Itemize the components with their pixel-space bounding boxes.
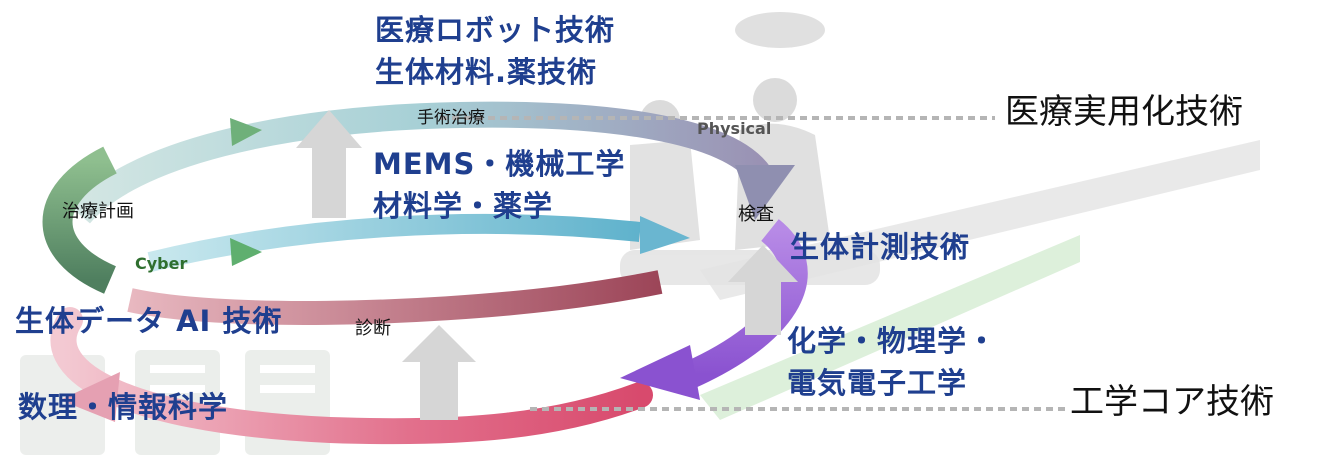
inner-arrowhead	[640, 216, 690, 254]
inner-loop-arrow	[147, 213, 642, 272]
upper-plane	[700, 140, 1260, 300]
top-left-arrowhead	[230, 118, 262, 146]
stage-diagnosis: 診断	[355, 318, 391, 339]
up-arrow-right	[728, 245, 798, 335]
tier-lower: 工学コア技術	[1070, 382, 1274, 422]
inner-discipline-line2: 材料学・薬学	[373, 189, 554, 223]
stage-inspection: 検査	[738, 204, 774, 225]
top-loop-arrow	[70, 101, 771, 224]
purple-loop-arrow	[684, 219, 808, 388]
lower-plane	[700, 235, 1080, 420]
top-right-arrowhead	[735, 165, 795, 220]
space-cyber: Cyber	[135, 254, 188, 273]
stage-surgery: 手術治療	[417, 108, 485, 128]
up-arrow-bottom	[402, 325, 476, 420]
right-tech: 生体計測技術	[790, 230, 971, 264]
outer-loop-arrow	[50, 307, 653, 445]
left-loop-arrow	[42, 146, 118, 294]
space-physical: Physical	[697, 119, 772, 138]
left-tech: 生体データ AI 技術	[15, 304, 283, 338]
top-tech-line1: 医療ロボット技術	[375, 13, 616, 47]
cyber-arrowhead	[230, 238, 262, 266]
top-tech-line2: 生体材料.薬技術	[375, 55, 598, 89]
up-arrow-center-top	[296, 110, 362, 218]
left-discipline: 数理・情報科学	[18, 390, 229, 424]
middle-loop-arrow	[127, 270, 663, 325]
tier-upper: 医療実用化技術	[1005, 92, 1243, 132]
right-discipline-line1: 化学・物理学・	[787, 324, 998, 358]
stage-planning: 治療計画	[62, 201, 134, 222]
inner-discipline-line1: MEMS・機械工学	[373, 147, 626, 181]
purple-arrowhead	[620, 345, 700, 400]
outer-loop-arrowhead	[60, 372, 120, 422]
right-discipline-line2: 電気電子工学	[787, 366, 968, 400]
